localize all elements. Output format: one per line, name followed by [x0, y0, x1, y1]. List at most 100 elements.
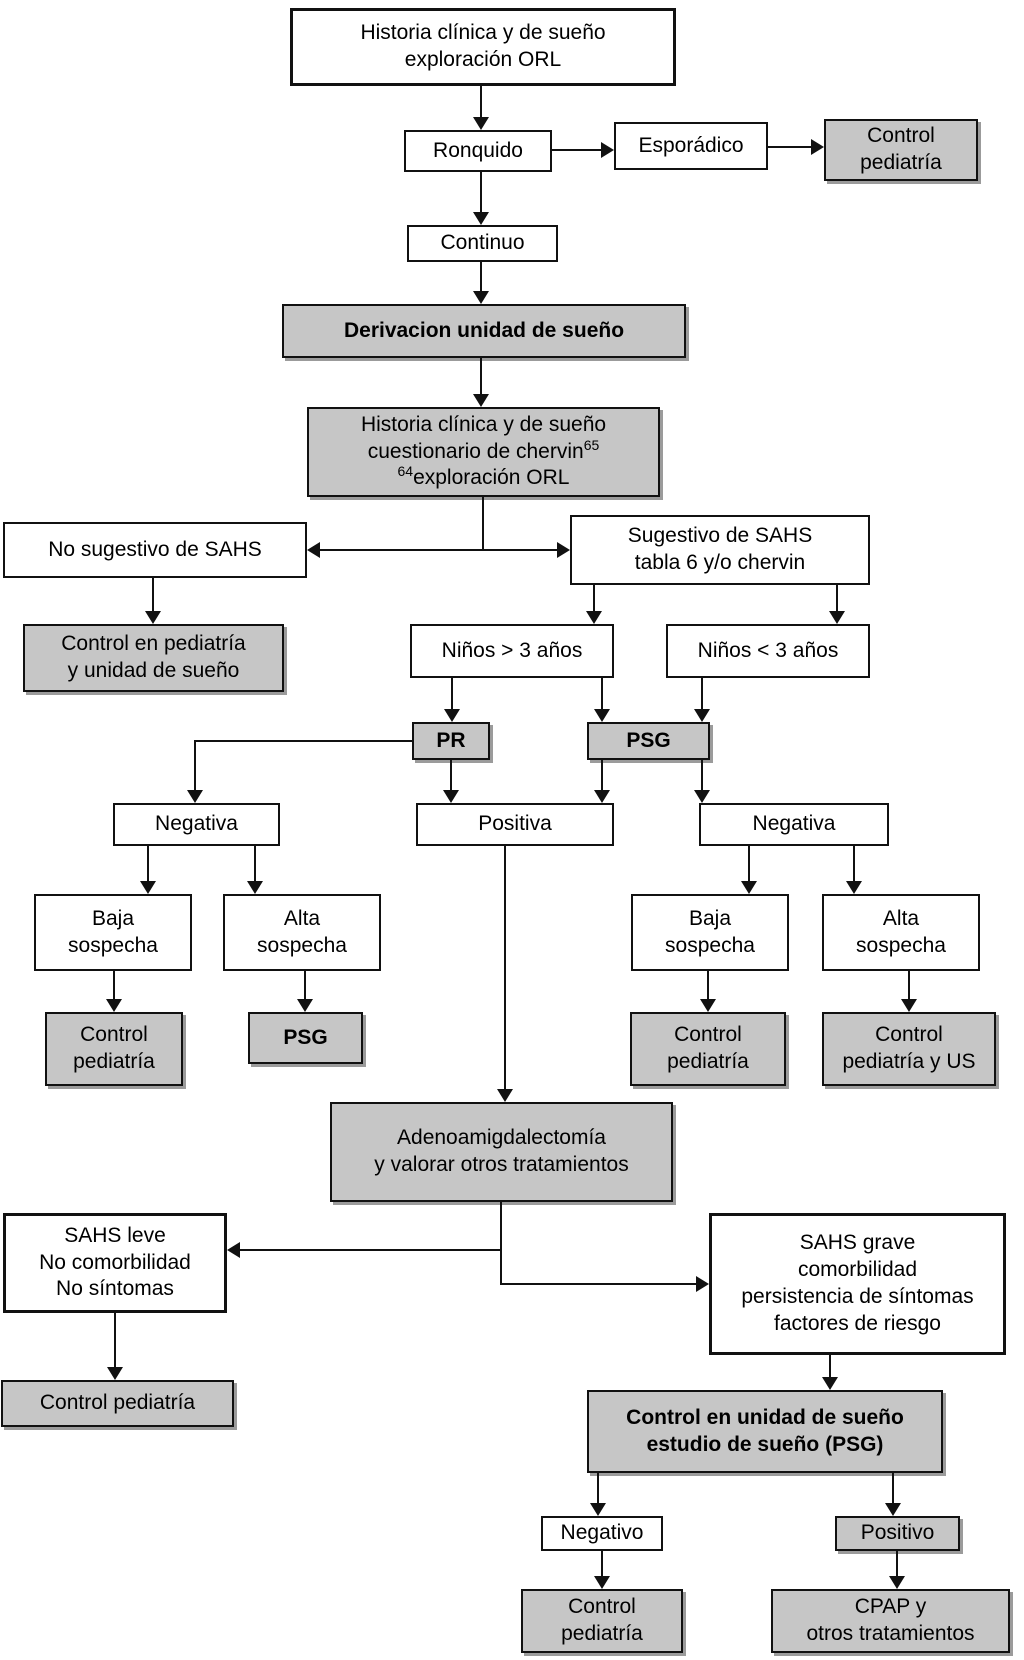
hist2-ref-65: 65 [583, 436, 600, 453]
flow-node-ninos-menor-3: Niños < 3 años [666, 624, 870, 678]
flow-node-positivo: Positivo [835, 1516, 960, 1551]
arrowhead-down [140, 881, 156, 894]
arrowhead-down [822, 1377, 838, 1390]
arrowhead-right [811, 139, 824, 155]
arrowhead-left [307, 542, 320, 558]
flow-node-pr: PR [412, 722, 490, 760]
flow-node-label: Negativo [560, 1521, 644, 1545]
flow-node-historia-clinica-2: Historia clínica y de sueño cuestionario… [307, 407, 660, 497]
flow-node-alta-sospecha-derecha: Alta sospecha [822, 894, 980, 971]
arrowhead-down [297, 999, 313, 1012]
connector [450, 760, 452, 792]
flow-node-label: Control pediatría [860, 124, 942, 174]
flow-node-sugestivo-sahs: Sugestivo de SAHS tabla 6 y/o chervin [570, 515, 870, 585]
arrowhead-down [741, 881, 757, 894]
arrowhead-down [443, 790, 459, 803]
flow-node-label: Niños < 3 años [697, 638, 839, 662]
connector [480, 172, 482, 214]
flow-node-label: Control pediatría [39, 1391, 196, 1415]
arrowhead-down [594, 790, 610, 803]
flow-node-control-pediatria-c: Control pediatría [1, 1380, 234, 1427]
flow-node-label: Continuo [440, 231, 525, 255]
flow-node-label: Alta sospecha [856, 906, 946, 957]
flow-node-label: Control pediatría [667, 1023, 749, 1073]
connector [768, 146, 811, 148]
flow-node-label: Sugestivo de SAHS tabla 6 y/o chervin [627, 524, 813, 574]
flow-node-label: Control en unidad de sueño estudio de su… [626, 1405, 904, 1456]
arrowhead-down [846, 881, 862, 894]
connector [552, 149, 601, 151]
connector [601, 760, 603, 792]
flow-node-adenoamigdalectomia: Adenoamigdalectomía y valorar otros trat… [330, 1102, 673, 1202]
flow-node-label: Alta sospecha [257, 906, 347, 957]
connector [114, 1313, 116, 1369]
flow-node-sahs-grave: SAHS grave comorbilidad persistencia de … [709, 1213, 1006, 1355]
connector [451, 678, 453, 711]
flow-node-cpap: CPAP y otros tratamientos [771, 1589, 1010, 1653]
arrowhead-left [227, 1242, 240, 1258]
arrowhead-down [247, 881, 263, 894]
arrowhead-right [557, 542, 570, 558]
arrowhead-down [444, 709, 460, 722]
flow-node-psg-top: PSG [587, 722, 710, 760]
flow-node-label: CPAP y otros tratamientos [806, 1595, 975, 1645]
connector [147, 846, 149, 883]
flow-node-label: Esporádico [638, 133, 744, 157]
arrowhead-down [590, 1503, 606, 1516]
connector [892, 1473, 894, 1505]
flow-node-psg-mid: PSG [248, 1012, 363, 1064]
arrowhead-down [473, 212, 489, 225]
flow-node-negativa-izquierda: Negativa [113, 803, 280, 846]
flow-node-ninos-mayor-3: Niños > 3 años [410, 624, 614, 678]
flow-node-control-pediatria-b: Control pediatría [630, 1012, 786, 1086]
flow-node-label: Derivacion unidad de sueño [343, 318, 625, 342]
flow-node-label: Niños > 3 años [441, 638, 583, 662]
flow-node-label: Adenoamigdalectomía y valorar otros trat… [374, 1126, 629, 1176]
flow-node-label: PSG [283, 1025, 328, 1049]
connector [482, 497, 484, 551]
connector [254, 846, 256, 883]
connector [500, 1283, 696, 1285]
arrowhead-down [473, 394, 489, 407]
connector [836, 585, 838, 613]
flow-node-control-unidad-sueno: Control en unidad de sueño estudio de su… [587, 1390, 943, 1473]
flow-node-label: Negativa [155, 812, 238, 836]
flow-node-no-sugestivo-sahs: No sugestivo de SAHS [3, 522, 307, 578]
connector [480, 86, 482, 119]
connector [701, 760, 703, 792]
connector [601, 1551, 603, 1578]
connector [304, 971, 306, 1001]
connector [194, 740, 412, 742]
connector [500, 1202, 502, 1284]
flow-node-label: Historia clínica y de sueño cuestionario… [361, 412, 606, 493]
flow-node-label: Positiva [478, 812, 552, 836]
connector [908, 971, 910, 1001]
hist2-ref-64: 64 [397, 463, 414, 480]
flow-node-label: Historia clínica y de sueño exploración … [360, 21, 606, 71]
hist2-line3: exploración ORL [413, 466, 570, 490]
arrowhead-right [601, 142, 614, 158]
flow-node-label: SAHS grave comorbilidad persistencia de … [741, 1231, 974, 1335]
flow-node-control-pediatria-unidad-sueno: Control en pediatría y unidad de sueño [23, 624, 284, 692]
connector [701, 678, 703, 711]
flow-node-derivacion-unidad-sueno: Derivacion unidad de sueño [282, 304, 686, 358]
flow-node-historia-clinica-1: Historia clínica y de sueño exploración … [290, 8, 676, 86]
flow-node-label: Control pediatría [561, 1595, 643, 1645]
flow-node-baja-sospecha-izquierda: Baja sospecha [34, 894, 192, 971]
flow-node-label: Ronquido [433, 138, 523, 162]
flow-node-negativo: Negativo [541, 1516, 663, 1551]
connector [896, 1551, 898, 1578]
flow-node-label: SAHS leve No comorbilidad No síntomas [39, 1223, 191, 1301]
flow-node-label: Control pediatría y US [842, 1023, 976, 1073]
connector [240, 1249, 501, 1251]
connector [748, 846, 750, 883]
flow-node-sahs-leve: SAHS leve No comorbilidad No síntomas [3, 1213, 227, 1313]
flow-node-esporadico: Esporádico [614, 122, 768, 170]
arrowhead-down [106, 999, 122, 1012]
arrowhead-down [473, 291, 489, 304]
flow-node-control-pediatria-top: Control pediatría [824, 119, 978, 181]
arrowhead-down [187, 790, 203, 803]
flow-node-label: Control pediatría [73, 1023, 155, 1073]
arrowhead-down [473, 117, 489, 130]
flow-node-label: Control en pediatría y unidad de sueño [61, 632, 246, 682]
